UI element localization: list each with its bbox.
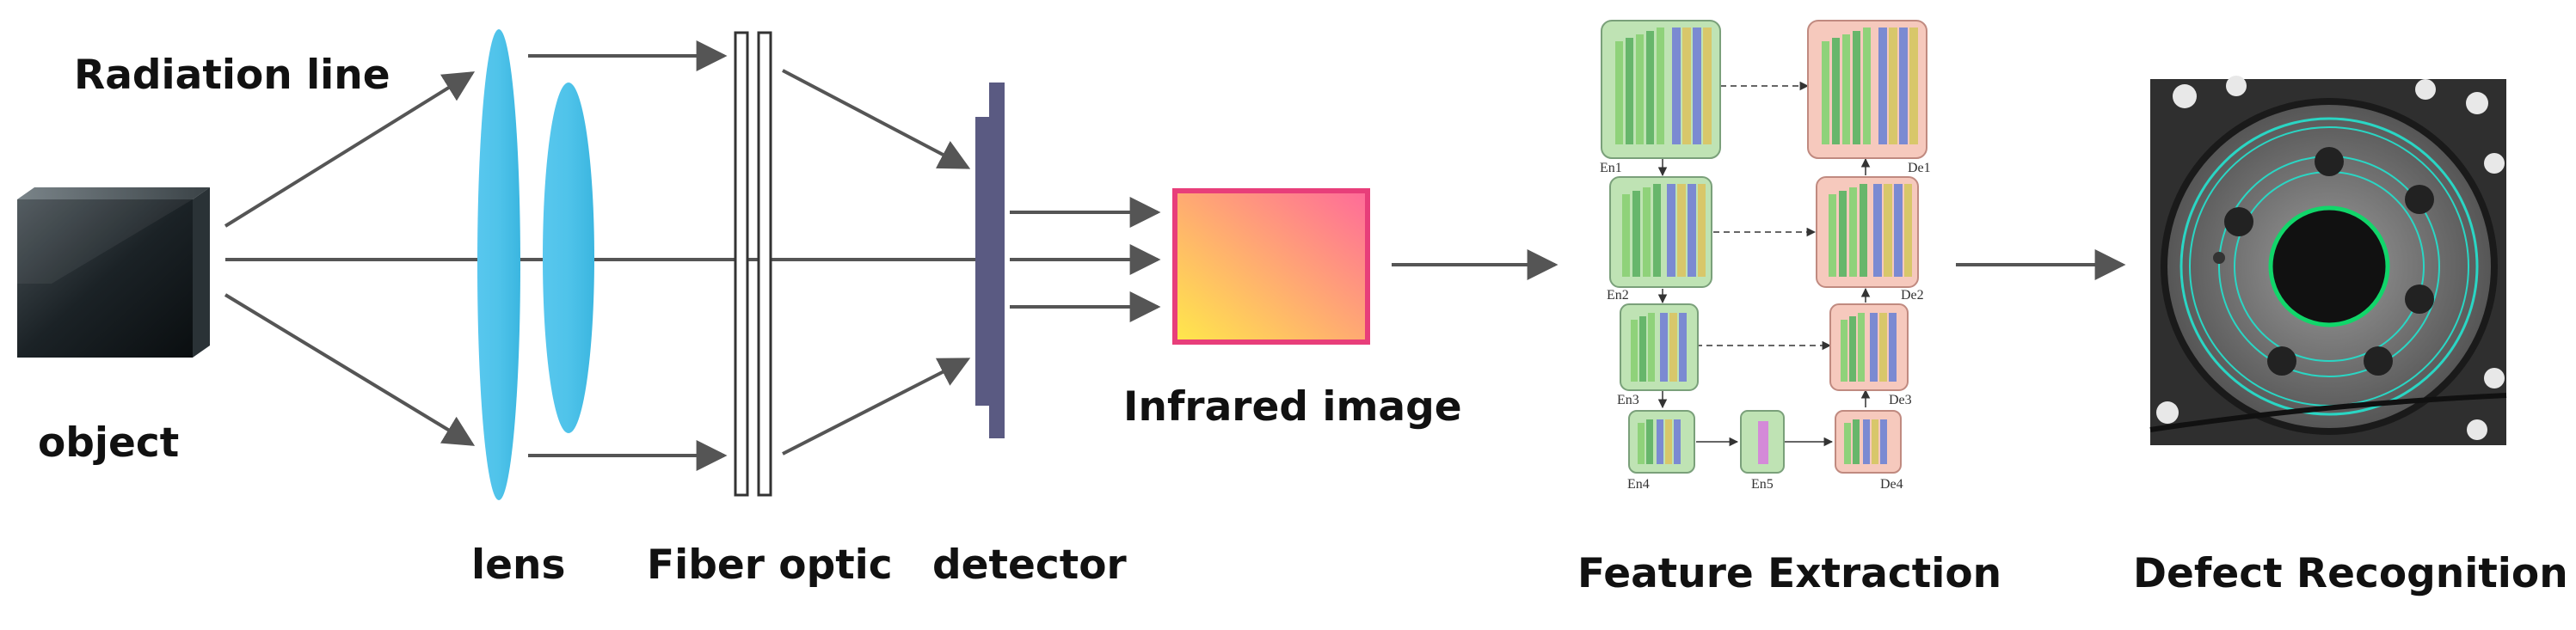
encoder-block-3: [1620, 303, 1699, 391]
radiation-line-label: Radiation line: [74, 52, 390, 99]
encoder-label-2: En2: [1607, 288, 1629, 303]
radiation-ray-upper: [224, 71, 476, 228]
encoder-label-1: En1: [1600, 161, 1622, 175]
detector-plate: [975, 83, 1005, 438]
fiber-optic-plates: [734, 31, 772, 497]
encoder-block-5: [1740, 410, 1785, 474]
fiber-optic-label: Fiber optic: [647, 541, 893, 589]
lens-small: [543, 83, 594, 433]
detector-label: detector: [932, 541, 1127, 589]
lens-label: lens: [471, 541, 566, 589]
decoder-block-2: [1816, 176, 1919, 288]
encoder-label-3: En3: [1617, 393, 1639, 407]
decoder-block-3: [1829, 303, 1909, 391]
ray-fiber-detector-upper: [782, 69, 971, 169]
decoder-label-4: De4: [1880, 477, 1903, 492]
encoder-label-5: En5: [1751, 477, 1774, 492]
radiation-ray-lower: [224, 293, 476, 446]
defect-recognition-label: Defect Recognition: [2133, 550, 2568, 597]
decoder-label-1: De1: [1908, 161, 1931, 175]
ray-fiber-detector-lower: [782, 358, 971, 456]
encoder-label-4: En4: [1627, 477, 1650, 492]
decoder-block-4: [1835, 410, 1902, 474]
encoder-block-4: [1628, 410, 1695, 474]
object-cube-icon: [17, 187, 210, 358]
feature-extraction-label: Feature Extraction: [1577, 550, 2002, 597]
object-label: object: [38, 419, 180, 467]
decoder-label-2: De2: [1901, 288, 1924, 303]
infrared-image-thumbnail: [1172, 188, 1370, 345]
encoder-block-2: [1609, 176, 1712, 288]
encoder-block-1: [1601, 20, 1721, 159]
defect-recognition-image: [2149, 76, 2507, 445]
infrared-image-label: Infrared image: [1123, 383, 1462, 431]
decoder-label-3: De3: [1889, 393, 1912, 407]
lens-large: [477, 29, 520, 500]
feature-extraction-network: En1 En2 En3 En4 En5 De1 De2 De3 De4: [1600, 20, 1931, 492]
decoder-block-1: [1807, 20, 1927, 159]
